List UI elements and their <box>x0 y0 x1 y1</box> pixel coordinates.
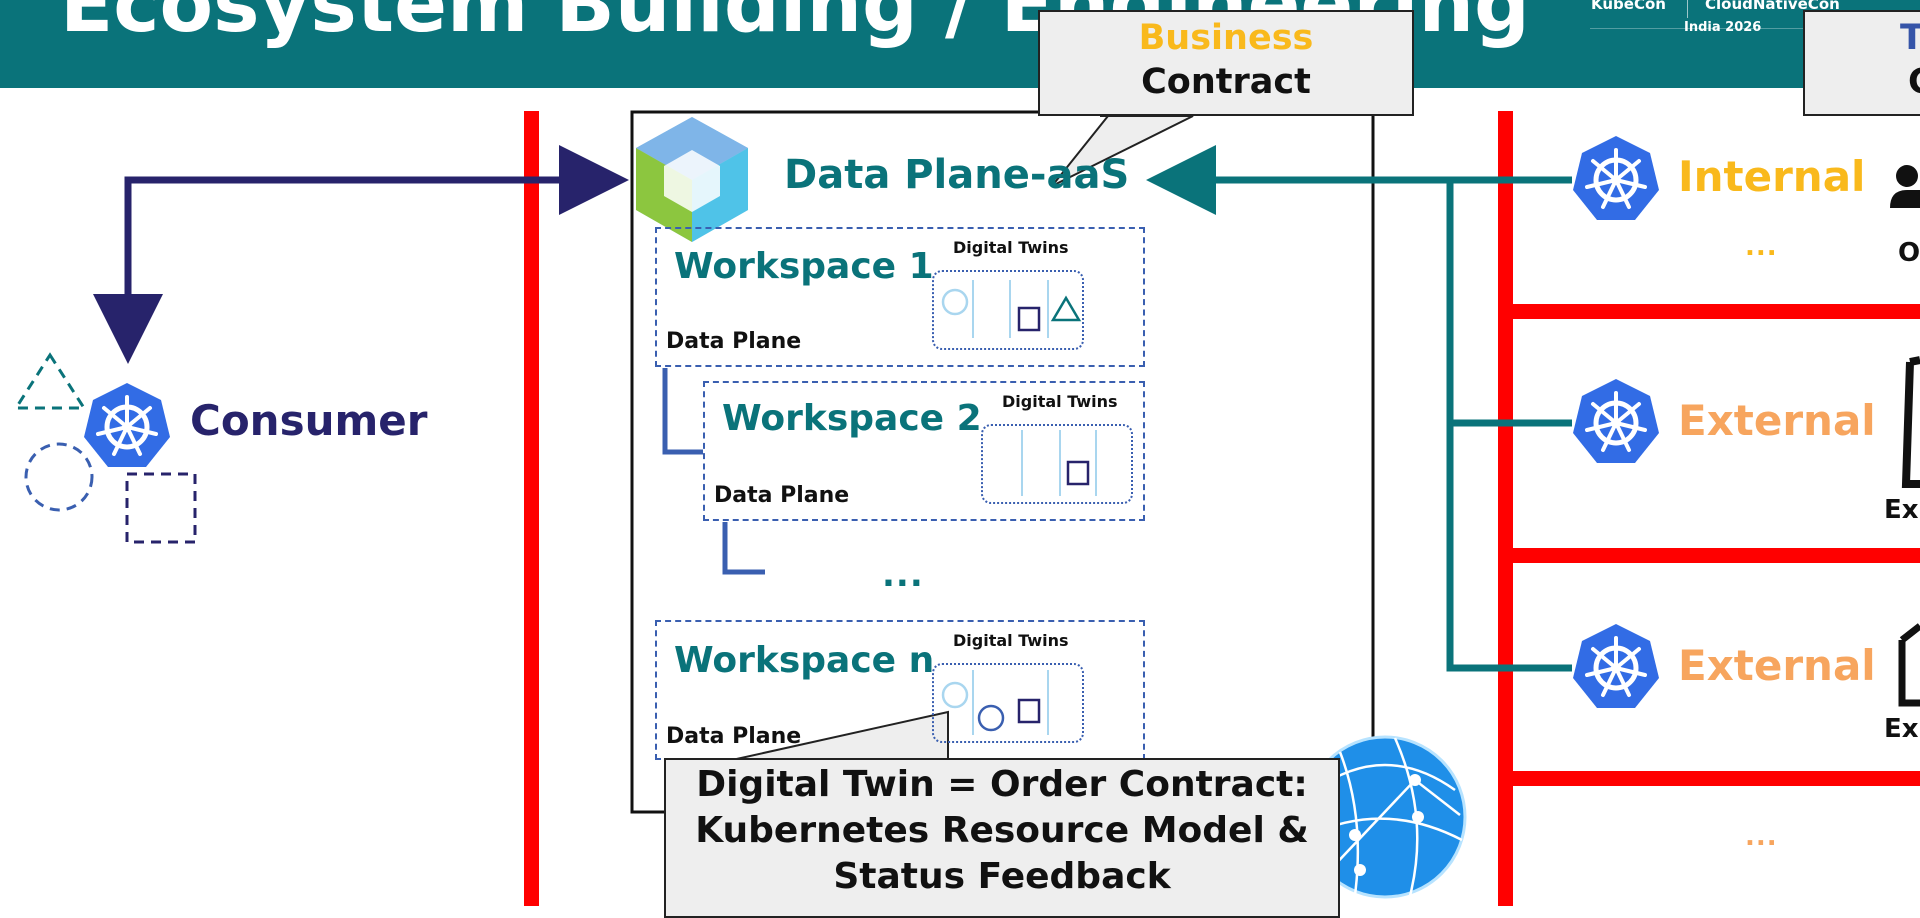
workspace-1-title: Workspace 1 <box>674 246 934 287</box>
external-kubernetes-icon-1 <box>1573 379 1659 463</box>
logo-event: India 2026 <box>1684 20 1762 35</box>
logo-kubecon: KubeCon <box>1591 0 1666 13</box>
consumer-label: Consumer <box>190 396 428 445</box>
left-boundary-bar <box>524 111 539 906</box>
digital-twin-callout-line3: Status Feedback <box>833 856 1171 897</box>
provider-internal-ellipsis: ... <box>1745 232 1778 262</box>
provider-separator-2 <box>1498 548 1920 563</box>
business-contract-callout <box>1038 10 1414 116</box>
workspace-2-data-plane-label: Data Plane <box>714 483 850 508</box>
workspace-ellipsis: ... <box>882 555 924 595</box>
digital-twin-callout-line2: Kubernetes Resource Model & <box>695 810 1309 851</box>
workspace-2-twins-label: Digital Twins <box>1002 392 1118 411</box>
logo-divider <box>1687 0 1688 18</box>
consumer-square-icon <box>125 472 197 544</box>
technical-contract-line1: T <box>1900 18 1920 58</box>
workspace-1-data-plane-label: Data Plane <box>666 329 802 354</box>
provider-external-side-text-1: Ex <box>1884 495 1919 525</box>
building-icon-1 <box>1901 356 1920 488</box>
business-contract-line1: Business <box>1138 18 1314 58</box>
workspace-n-data-plane-label: Data Plane <box>666 724 802 749</box>
provider-external-side-text-2: Ex <box>1884 714 1919 744</box>
workspace-1-twins-label: Digital Twins <box>953 238 1069 257</box>
twins-glyphs-n <box>941 670 1049 735</box>
technical-contract-callout <box>1803 10 1920 116</box>
digital-twin-callout-line1: Digital Twin = Order Contract: <box>696 764 1308 805</box>
provider-trunk <box>1446 180 1572 672</box>
consumer-kubernetes-icon <box>84 383 170 467</box>
header-bar <box>0 0 1920 88</box>
logo-underline <box>1590 28 1920 29</box>
internal-kubernetes-icon <box>1573 136 1659 220</box>
workspace-1-box <box>655 227 1145 367</box>
providers-more-ellipsis: ... <box>1745 822 1778 852</box>
provider-separator-3 <box>1498 771 1920 786</box>
workspace-2-title: Workspace 2 <box>722 398 982 439</box>
workspace-connector-2 <box>722 522 765 575</box>
workspace-n-twins-box <box>932 663 1084 743</box>
external-kubernetes-icon-2 <box>1573 624 1659 708</box>
consumer-to-platform-arrow <box>124 145 629 332</box>
data-plane-aas-title: Data Plane-aaS <box>784 152 1130 198</box>
consumer-circle-icon <box>24 442 94 512</box>
business-contract-line2: Contract <box>1141 62 1311 102</box>
workspace-n-twins-label: Digital Twins <box>953 631 1069 650</box>
data-plane-cube-icon <box>636 117 748 242</box>
digital-twin-callout <box>664 758 1340 918</box>
building-icon-2 <box>1898 623 1920 707</box>
consumer-triangle-icon <box>13 352 87 410</box>
business-callout-pointer <box>1051 115 1194 187</box>
provider-internal-label: Internal <box>1678 152 1866 201</box>
logo-cloudnativecon: CloudNativeCon <box>1705 0 1840 13</box>
provider-internal-side-text: O <box>1898 238 1920 268</box>
right-boundary-bar <box>1498 111 1513 906</box>
person-icon <box>1890 165 1920 208</box>
twins-glyphs-1 <box>941 280 1082 338</box>
workspace-2-box <box>703 381 1145 521</box>
provider-external-label-2: External <box>1678 641 1876 690</box>
workspace-n-title: Workspace n <box>674 640 935 681</box>
technical-contract-line2: C <box>1908 62 1920 102</box>
provider-external-label-1: External <box>1678 396 1876 445</box>
workspace-connector-1 <box>662 368 703 455</box>
provider-separator-1 <box>1498 304 1920 319</box>
workspace-1-twins-box <box>932 270 1084 350</box>
twins-glyphs-2 <box>1021 430 1097 496</box>
workspace-2-twins-box <box>981 424 1133 504</box>
